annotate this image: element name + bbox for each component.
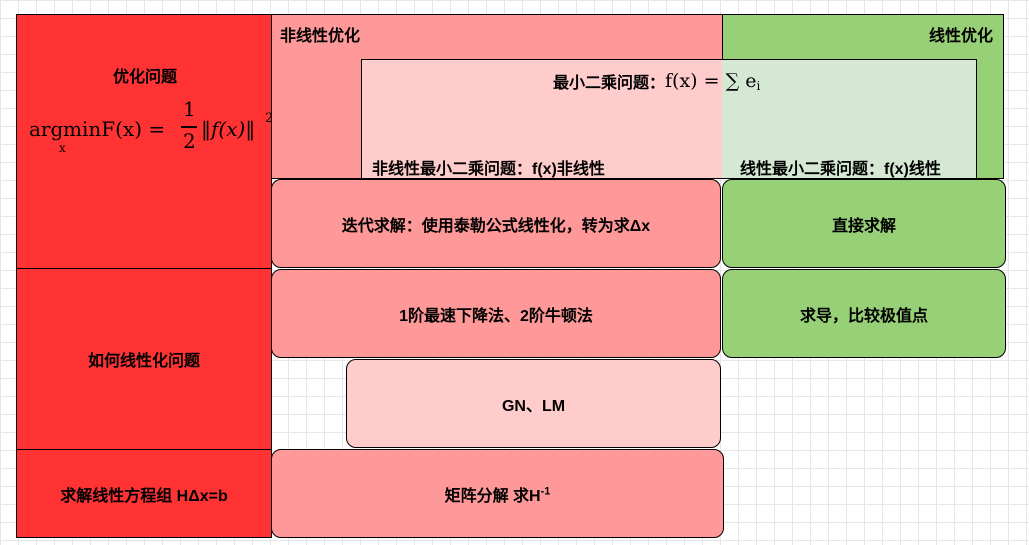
how-to-linearize-box: 如何线性化问题 — [16, 268, 272, 450]
optimization-formula: arg x minF(x) = 1 2 ‖f(x)‖ 2 — [29, 97, 273, 157]
how-to-linearize-title: 如何线性化问题 — [87, 353, 200, 370]
formula-min: minF(x) = — [63, 117, 166, 141]
matrix-decomposition-label: 矩阵分解 求H-1 — [445, 482, 551, 506]
nonlinear-optimization-title: 非线性优化 — [280, 28, 361, 45]
formula-frac-bar — [181, 126, 197, 128]
optimization-problem-box: 优化问题 arg x minF(x) = 1 2 ‖f(x)‖ 2 — [16, 14, 273, 269]
least-squares-formula: f(x) = ∑ e — [665, 70, 757, 92]
least-squares-heading: 最小二乘问题： f(x) = ∑ e i — [553, 68, 760, 94]
least-squares-label: 最小二乘问题： — [553, 75, 666, 92]
formula-arg: arg — [29, 117, 64, 141]
least-squares-formula-sub: i — [756, 79, 761, 93]
gn-lm-label: GN、LM — [501, 397, 566, 415]
matrix-inverse-superscript: -1 — [540, 485, 551, 498]
iterative-solution-label: 迭代求解：使用泰勒公式线性化，转为求Δx — [341, 217, 651, 235]
solve-linear-system-box: 求解线性方程组 HΔx=b — [16, 449, 272, 538]
matrix-decomposition-text: 矩阵分解 求H — [444, 487, 541, 505]
direct-solution-label: 直接求解 — [831, 217, 896, 235]
formula-norm: ‖f(x)‖ — [201, 117, 256, 141]
gradient-methods-label: 1阶最速下降法、2阶牛顿法 — [399, 307, 593, 325]
iterative-solution-box: 迭代求解：使用泰勒公式线性化，转为求Δx — [271, 179, 721, 268]
formula-frac-den: 2 — [183, 129, 196, 153]
linear-least-squares-box: 线性最小二乘问题：f(x)线性 — [722, 59, 977, 179]
gn-lm-box: GN、LM — [346, 359, 721, 448]
nonlinear-least-squares-subtitle: 非线性最小二乘问题：f(x)非线性 — [372, 161, 605, 178]
derivative-extremum-label: 求导，比较极值点 — [799, 307, 928, 325]
nonlinear-least-squares-box: 非线性最小二乘问题：f(x)非线性 — [361, 59, 723, 179]
matrix-decomposition-box: 矩阵分解 求H-1 — [271, 449, 724, 538]
linear-least-squares-subtitle: 线性最小二乘问题：f(x)线性 — [740, 161, 941, 178]
direct-solution-box: 直接求解 — [722, 179, 1006, 268]
formula-power: 2 — [265, 111, 274, 126]
linear-optimization-title: 线性优化 — [928, 28, 993, 45]
derivative-extremum-box: 求导，比较极值点 — [722, 269, 1006, 358]
solve-linear-system-title: 求解线性方程组 HΔx=b — [60, 487, 228, 505]
optimization-problem-title: 优化问题 — [112, 69, 177, 86]
gradient-methods-box: 1阶最速下降法、2阶牛顿法 — [271, 269, 721, 358]
formula-sub: x — [59, 141, 66, 155]
formula-frac-num: 1 — [183, 97, 196, 121]
